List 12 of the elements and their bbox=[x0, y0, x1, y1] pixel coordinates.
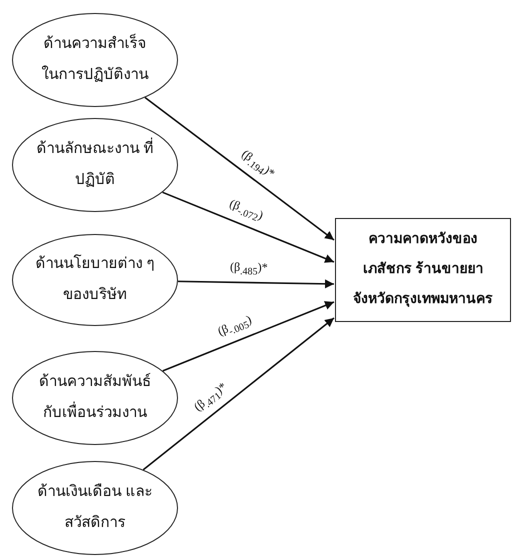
arrow bbox=[178, 279, 334, 288]
arrow bbox=[142, 317, 334, 470]
outcome-box bbox=[335, 218, 511, 322]
arrow bbox=[144, 96, 334, 241]
node-text: ด้านความสัมพันธ์ กับเพื่อนร่วมงาน bbox=[38, 372, 152, 423]
node-text: ด้านนโยบายต่าง ๆของบริษัท bbox=[35, 253, 155, 305]
node-text: ด้านความสำเร็จ ในการปฏิบัติงาน bbox=[35, 29, 155, 91]
arrow bbox=[162, 192, 334, 263]
node-text: ด้านเงินเดือน และสวัสดิการ bbox=[36, 482, 154, 533]
node-text: ความคาดหวังของเภสัชกร ร้านขายยา จังหวัดกรุงเทพมหานคร bbox=[352, 230, 494, 309]
node-text: ด้านลักษณะงาน ที่ปฏิบัติ bbox=[35, 134, 155, 196]
arrow bbox=[162, 301, 334, 372]
